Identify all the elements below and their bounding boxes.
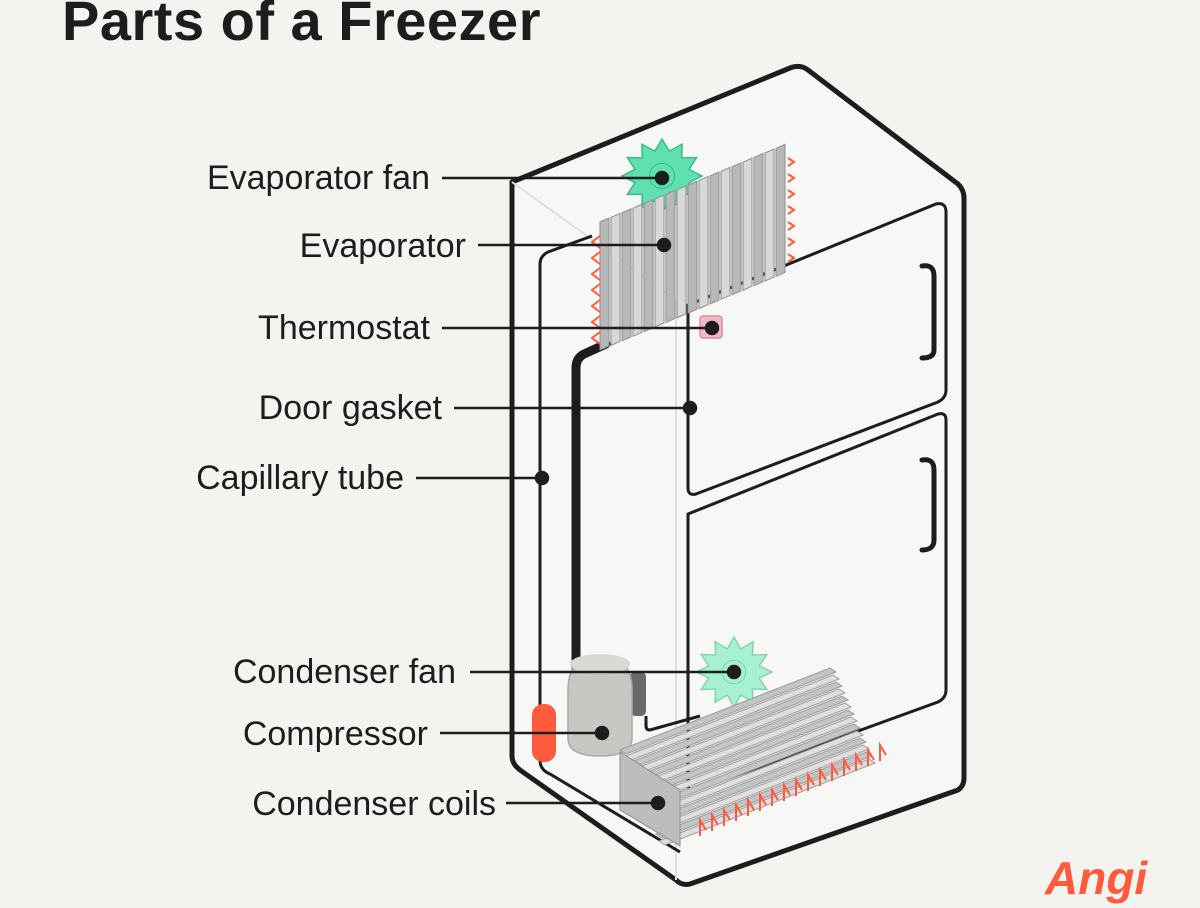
suction-line (571, 339, 611, 685)
capillary-tube (538, 234, 681, 854)
label-condenser-fan: Condenser fan (232, 653, 456, 691)
label-thermostat: Thermostat (258, 309, 430, 347)
label-compressor: Compressor (242, 715, 428, 753)
angi-logo: Angi (1045, 852, 1148, 904)
label-capillary-tube: Capillary tube (196, 459, 404, 497)
label-door-gasket: Door gasket (258, 389, 442, 427)
label-condenser-coils: Condenser coils (252, 785, 496, 823)
label-evaporator-fan: Evaporator fan (206, 159, 430, 197)
upper-door (686, 202, 948, 496)
condenser-coils (618, 667, 887, 847)
compressor (567, 654, 701, 757)
evaporator (590, 143, 796, 351)
page-title: Parts of a Freezer (62, 0, 541, 52)
label-evaporator: Evaporator (299, 227, 466, 265)
leader-lines (416, 170, 742, 811)
